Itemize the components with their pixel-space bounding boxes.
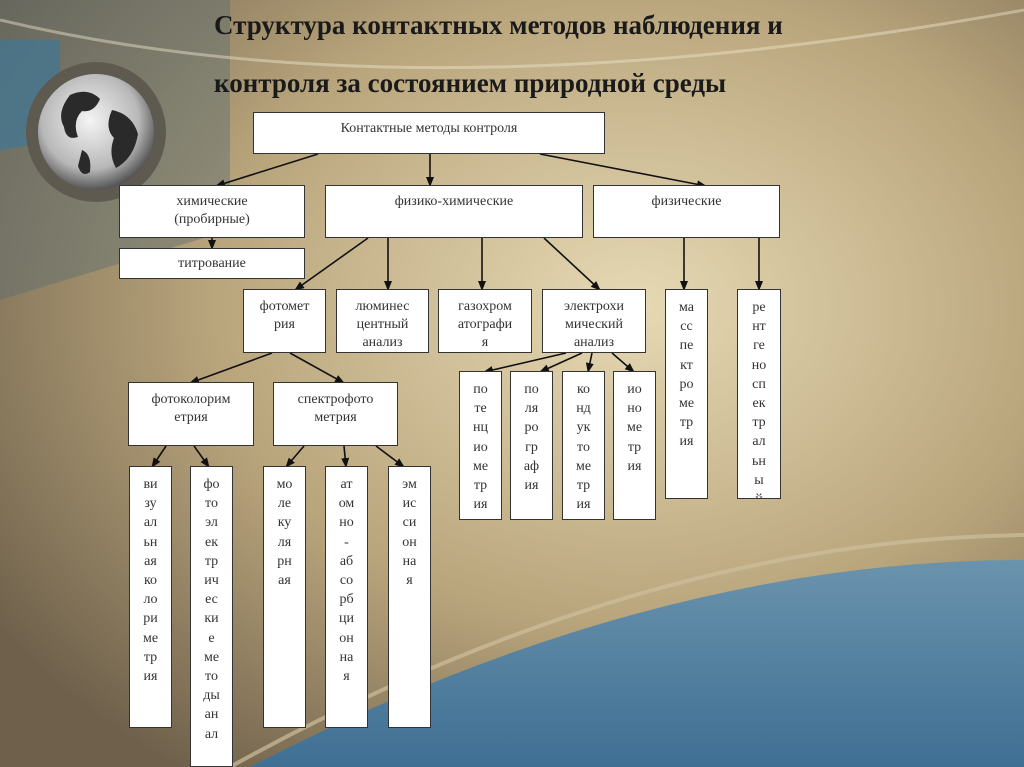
node-label: Контактные методы контроля — [340, 121, 518, 136]
node-label: ио но ме тр ия — [626, 382, 643, 474]
node-spectrophotometry: спектрофото метрия — [273, 382, 398, 446]
node-label: электрохи мический анализ — [563, 299, 624, 350]
node-ionometry: ио но ме тр ия — [613, 371, 656, 520]
node-conductometry: ко нд ук то ме тр ия — [562, 371, 605, 520]
node-label: физические — [651, 194, 722, 209]
node-label: фо то эл ек тр ич ес ки е ме то ды ан ал — [203, 477, 220, 742]
node-label: спектрофото метрия — [297, 392, 374, 425]
node-label: химические (пробирные) — [174, 194, 250, 227]
node-label: фотоколорим етрия — [151, 392, 231, 425]
node-gas-chromatography: газохром атографи я — [438, 289, 532, 353]
node-mass-spectrometry: ма сс пе кт ро ме тр ия — [665, 289, 708, 499]
slide-title-line-2: контроля за состоянием природной среды — [214, 68, 727, 98]
node-chemical: химические (пробирные) — [119, 185, 305, 238]
node-label: физико-химические — [394, 194, 514, 209]
node-photometry: фотомет рия — [243, 289, 326, 353]
slide-title-line-1: Структура контактных методов наблюдения … — [214, 10, 783, 40]
node-label: по ля ро гр аф ия — [523, 382, 540, 494]
node-polarography: по ля ро гр аф ия — [510, 371, 553, 520]
node-photocolorimetry: фотоколорим етрия — [128, 382, 254, 446]
node-label: фотомет рия — [259, 299, 310, 332]
node-luminescent: люминес центный анализ — [336, 289, 429, 353]
node-label: мо ле ку ля рн ая — [276, 477, 293, 589]
node-xray-spectral: ре нт ге но сп ек тр ал ьн ы й ан ал из — [737, 289, 781, 499]
node-physico-chemical: физико-химические — [325, 185, 583, 238]
node-contact-methods: Контактные методы контроля — [253, 112, 605, 154]
node-atomic-absorption: ат ом но - аб со рб ци он на я — [325, 466, 368, 728]
node-molecular: мо ле ку ля рн ая — [263, 466, 306, 728]
node-label: ре нт ге но сп ек тр ал ьн ы й ан ал из — [751, 300, 767, 498]
node-physical: физические — [593, 185, 780, 238]
node-label: люминес центный анализ — [355, 299, 410, 350]
node-photoelectric-methods: фо то эл ек тр ич ес ки е ме то ды ан ал — [190, 466, 233, 767]
node-label: ма сс пе кт ро ме тр ия — [678, 300, 695, 450]
node-label: титрование — [178, 256, 246, 271]
node-label: ат ом но - аб со рб ци он на я — [338, 477, 355, 685]
node-label: эм ис си он на я — [402, 477, 417, 589]
node-label: ко нд ук то ме тр ия — [575, 382, 592, 513]
node-label: газохром атографи я — [457, 299, 513, 350]
node-potentiometry: по те нц ио ме тр ия — [459, 371, 502, 520]
node-emission: эм ис си он на я — [388, 466, 431, 728]
node-label: по те нц ио ме тр ия — [472, 382, 489, 513]
node-titration: титрование — [119, 248, 305, 279]
node-visual-colorimetry: ви зу ал ьн ая ко ло ри ме тр ия — [129, 466, 172, 728]
node-electrochemical: электрохи мический анализ — [542, 289, 646, 353]
node-label: ви зу ал ьн ая ко ло ри ме тр ия — [142, 477, 159, 685]
